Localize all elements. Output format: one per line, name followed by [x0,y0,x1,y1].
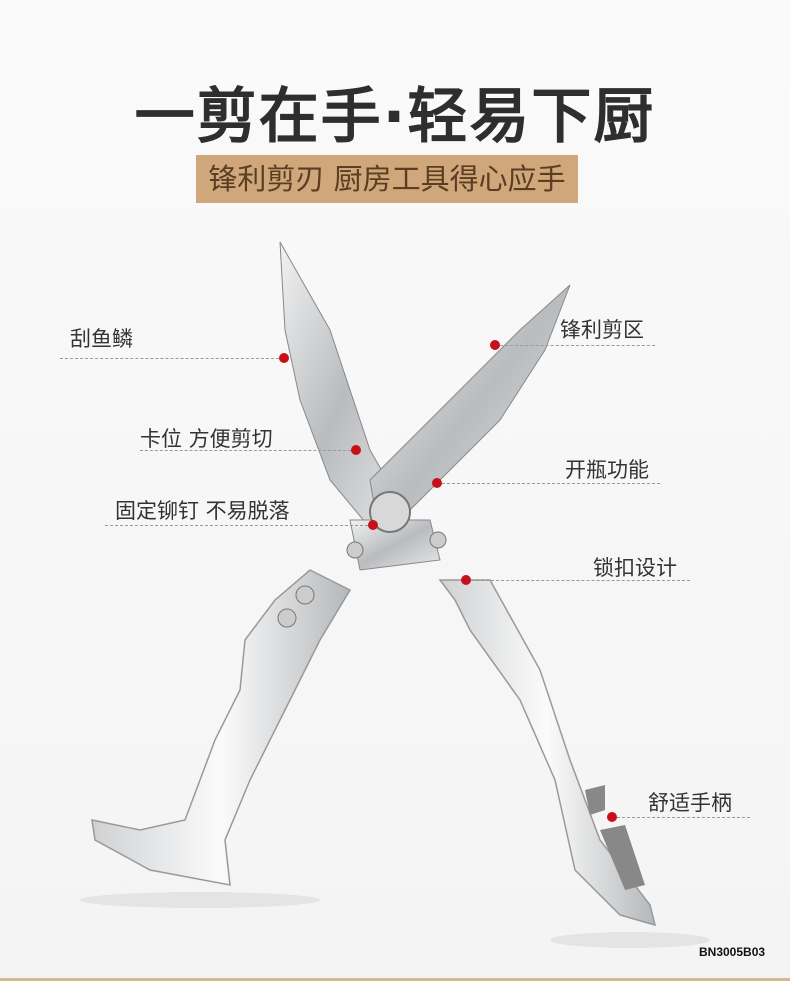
leader-line [437,483,660,484]
marker-dot [279,353,289,363]
leader-line [495,345,655,346]
annotation-notch: 卡位 方便剪切 [140,427,273,451]
annotation-lock: 锁扣设计 [593,556,677,580]
leader-line [105,525,373,526]
shadow [80,892,320,908]
shadow [550,932,710,948]
leader-line [612,817,750,818]
marker-dot [368,520,378,530]
bottom-border [0,978,790,981]
annotation-rivet: 固定铆钉 不易脱落 [115,499,290,523]
leader-line [466,580,690,581]
annotation-scale-scraper: 刮鱼鳞 [70,327,133,351]
rivet-icon [429,531,447,549]
marker-dot [461,575,471,585]
annotation-bottle-opener: 开瓶功能 [565,458,649,482]
page-title: 一剪在手·轻易下厨 [134,82,656,152]
marker-dot [351,445,361,455]
subtitle-banner: 锋利剪刃 厨房工具得心应手 [196,155,578,203]
annotation-sharp-blade: 锋利剪区 [560,318,644,342]
leader-line [140,450,356,451]
marker-dot [490,340,500,350]
annotation-handle: 舒适手柄 [648,791,732,815]
screw-icon [277,608,297,628]
handle-cutout [585,785,645,890]
screw-icon [295,585,315,605]
product-code: BN3005B03 [699,945,766,959]
marker-dot [432,478,442,488]
rivet-icon [346,541,364,559]
right-handle [438,579,657,927]
left-handle [91,569,352,886]
rivet-icon [369,491,411,533]
leader-line [60,358,284,359]
marker-dot [607,812,617,822]
